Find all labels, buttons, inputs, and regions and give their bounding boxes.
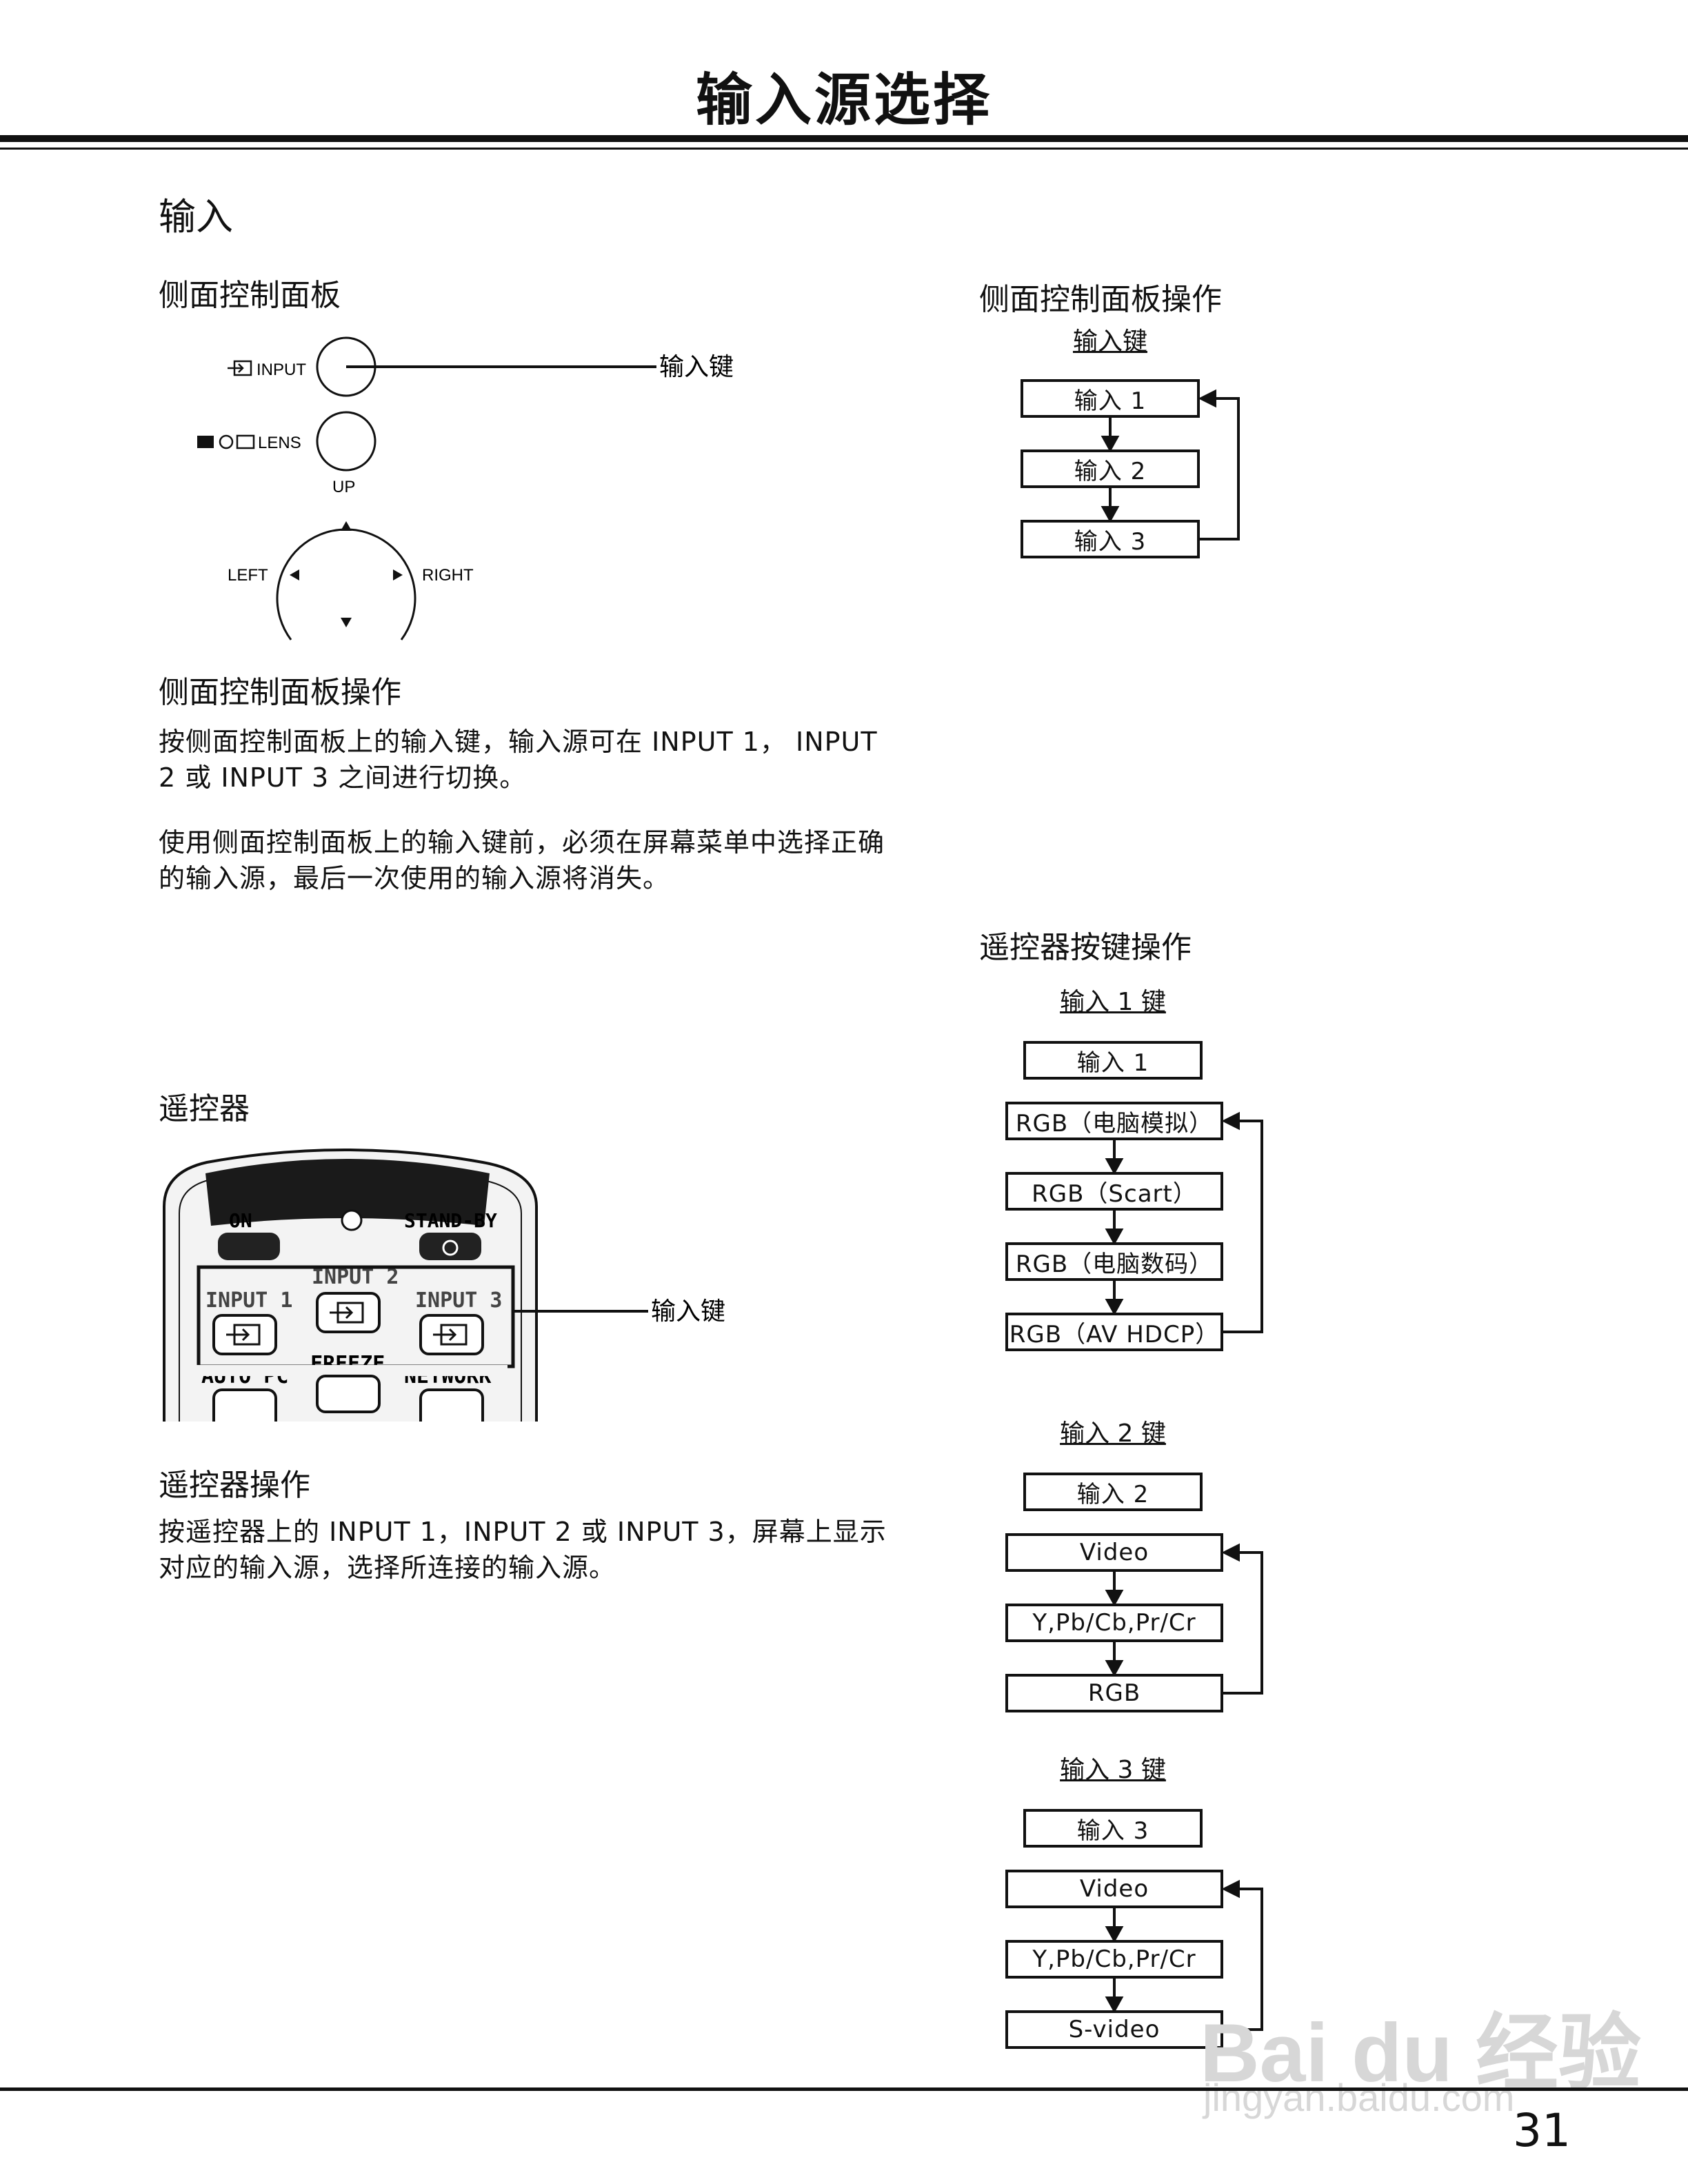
autopc-button[interactable] — [212, 1388, 277, 1427]
remote-flow-heading: 遥控器按键操作 — [979, 930, 1192, 965]
group2-item-1: Video — [1005, 1533, 1223, 1572]
group1-item-2: RGB（Scart） — [1005, 1172, 1223, 1211]
group1-arrows — [1105, 1111, 1263, 1333]
lens-label: LENS — [258, 434, 301, 452]
power-icon — [442, 1240, 459, 1256]
section-heading: 输入 — [159, 195, 233, 239]
left-label: LEFT — [228, 566, 268, 585]
up-label: UP — [332, 478, 355, 496]
group2-arrows — [1105, 1543, 1263, 1695]
group1-input: 输入 1 — [1023, 1041, 1203, 1080]
footer-rule — [0, 2087, 1688, 2091]
standby-label: STAND-BY — [404, 1209, 497, 1232]
side-flow-item-2: 输入 2 — [1021, 449, 1200, 488]
up-arrow-icon[interactable] — [341, 521, 352, 531]
lens-button[interactable] — [316, 411, 376, 472]
input3-label: INPUT 3 — [415, 1288, 502, 1313]
remote-diagram: ON STAND-BY INPUT 1 INPUT 2 INPUT 3 输入键 … — [159, 1149, 725, 1427]
group2-item-2: Y,Pb/Cb,Pr/Cr — [1005, 1604, 1223, 1642]
page-number: 31 — [1513, 2104, 1571, 2157]
group3-item-3: S-video — [1005, 2010, 1223, 2049]
standby-button[interactable] — [419, 1233, 481, 1260]
input-icon — [228, 360, 252, 376]
side-operation-heading: 侧面控制面板操作 — [159, 675, 401, 710]
input2-label: INPUT 2 — [312, 1265, 399, 1289]
on-label: ON — [229, 1209, 252, 1232]
group3-item-1: Video — [1005, 1870, 1223, 1908]
network-button[interactable] — [419, 1388, 484, 1427]
page-title: 输入源选择 — [695, 68, 992, 133]
lens-icons — [197, 434, 255, 449]
side-flow-item-3: 输入 3 — [1021, 520, 1200, 558]
baidu-watermark: Bai du 经验 — [1200, 2007, 1642, 2099]
input-label: INPUT — [257, 361, 306, 379]
side-operation-para1: 按侧面控制面板上的输入键，输入源可在 INPUT 1， INPUT 2 或 IN… — [159, 727, 878, 793]
side-flow-heading: 侧面控制面板操作 — [979, 282, 1222, 317]
side-flow-arrows — [1101, 389, 1240, 540]
right-label: RIGHT — [422, 566, 474, 585]
side-operation-para2: 使用侧面控制面板上的输入键前，必须在屏幕菜单中选择正确的输入源，最后一次使用的输… — [159, 827, 885, 893]
side-flow-key-title: 输入键 — [1072, 327, 1147, 356]
left-arrow-icon[interactable] — [290, 569, 299, 580]
input-icons — [226, 1302, 468, 1346]
header-rule — [0, 135, 1688, 142]
input-key-callout: 输入键 — [659, 353, 734, 381]
group2-input: 输入 2 — [1023, 1473, 1203, 1511]
down-arrow-icon[interactable] — [341, 618, 352, 627]
group1-item-1: RGB（电脑模拟） — [1005, 1102, 1223, 1140]
group3-key-title: 输入 3 键 — [1060, 1756, 1166, 1784]
group1-key-title: 输入 1 键 — [1060, 988, 1166, 1016]
remote-operation-heading: 遥控器操作 — [159, 1468, 310, 1503]
group3-arrows — [1105, 1879, 1263, 2031]
right-arrow-icon[interactable] — [393, 569, 403, 580]
remote-operation-para: 按遥控器上的 INPUT 1，INPUT 2 或 INPUT 3，屏幕上显示对应… — [159, 1517, 887, 1583]
input1-label: INPUT 1 — [205, 1288, 292, 1313]
group3-input: 输入 3 — [1023, 1809, 1203, 1848]
header-rule-thin — [0, 148, 1688, 150]
remote-input-key-callout: 输入键 — [651, 1297, 725, 1326]
baidu-watermark-url: jingyan.baidu.com — [1203, 2076, 1515, 2119]
remote-heading: 遥控器 — [159, 1091, 250, 1126]
group1-item-4: RGB（AV HDCP） — [1005, 1313, 1223, 1351]
side-panel-heading: 侧面控制面板 — [159, 278, 341, 313]
group2-key-title: 输入 2 键 — [1060, 1419, 1166, 1448]
freeze-button[interactable] — [316, 1375, 381, 1413]
side-panel-diagram: INPUT 输入键 LENS UP LEFT RIGHT — [197, 336, 734, 640]
side-flow-item-1: 输入 1 — [1021, 379, 1200, 418]
on-button[interactable] — [218, 1233, 280, 1260]
